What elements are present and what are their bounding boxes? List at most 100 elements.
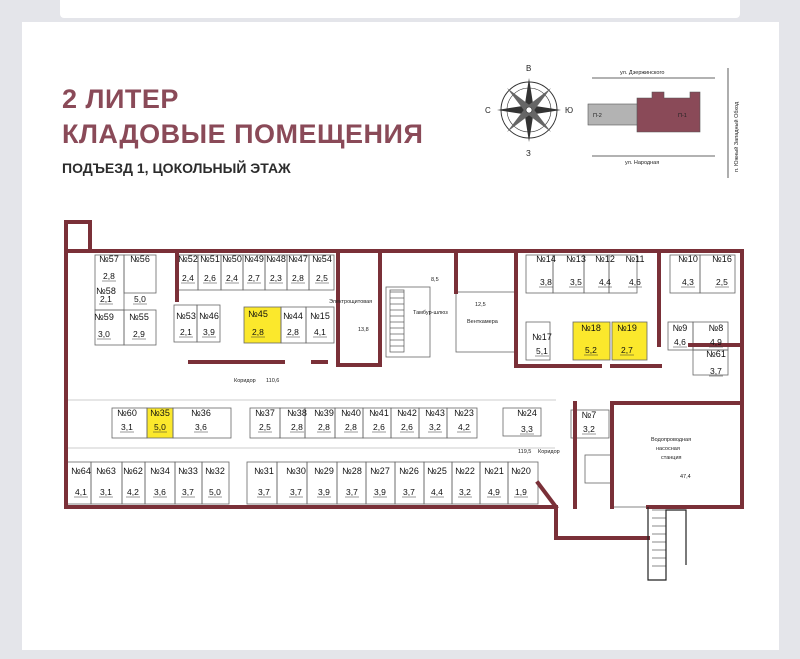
highlight-room-2 [573, 322, 610, 360]
room-49-number: №49 [244, 254, 264, 264]
partition-walls [65, 254, 743, 508]
room-38-area: 2,8 [291, 422, 303, 432]
compass-rose: В З С Ю [485, 64, 573, 158]
room-52-number: №52 [178, 254, 198, 264]
room-35-number: №35 [150, 408, 170, 418]
room-62-area: 4,2 [127, 487, 139, 497]
room-8-area: 4,9 [710, 337, 722, 347]
room-18-area: 5,2 [585, 345, 597, 355]
room-20-number: №20 [511, 466, 531, 476]
room-outline-10 [308, 254, 335, 291]
airlock-name: Тамбур-шлюз [413, 310, 448, 316]
room-48-area: 2,3 [270, 273, 282, 283]
room-32-area: 5,0 [209, 487, 221, 497]
room-41-area: 2,6 [373, 422, 385, 432]
room-24-number: №24 [517, 408, 537, 418]
highlight-room-3 [612, 322, 647, 360]
room-24-area: 3,3 [521, 424, 533, 434]
room-9-area: 4,6 [674, 337, 686, 347]
room-labels: №572,8№582,1№593,0№565,0№552,9№522,4№512… [71, 254, 732, 498]
room-23-area: 4,2 [458, 422, 470, 432]
room-44-number: №44 [283, 311, 303, 321]
room-59-number: №59 [94, 312, 114, 322]
room-52-area: 2,4 [182, 273, 194, 283]
room-60-area: 3,1 [121, 422, 133, 432]
room-14-area: 3,8 [540, 277, 552, 287]
room-outline-12 [196, 304, 221, 343]
room-54-number: №54 [312, 254, 332, 264]
room-58-number: №58 [96, 286, 116, 296]
room-53-area: 2,1 [180, 327, 192, 337]
room-40-area: 2,8 [345, 422, 357, 432]
room-outline-15 [305, 306, 335, 344]
room-58-area: 2,1 [100, 294, 112, 304]
room-outline-22 [525, 321, 551, 361]
room-37-number: №37 [255, 408, 275, 418]
room-15-area: 4,1 [314, 327, 326, 337]
room-30-number: №30 [286, 466, 306, 476]
room-12-number: №12 [595, 254, 615, 264]
room-17-area: 5,1 [536, 346, 548, 356]
stair-flight-a [389, 289, 405, 353]
room-33-number: №33 [178, 466, 198, 476]
room-47-area: 2,8 [292, 273, 304, 283]
room-21-number: №21 [484, 466, 504, 476]
pump-name-2: насосная [656, 446, 680, 452]
top-window-strip [60, 0, 740, 18]
room-48-number: №48 [266, 254, 286, 264]
room-44-area: 2,8 [287, 327, 299, 337]
room-13-area: 3,5 [570, 277, 582, 287]
room-12-area: 4,4 [599, 277, 611, 287]
room-43-number: №43 [425, 408, 445, 418]
room-36-area: 3,6 [195, 422, 207, 432]
room-outline-24 [611, 321, 648, 361]
room-63-number: №63 [96, 466, 116, 476]
room-outline-1 [123, 254, 157, 294]
corridor-1-name: Коридор [234, 378, 256, 384]
corridor-2-name: Коридор [538, 449, 560, 455]
room-63-area: 3,1 [100, 487, 112, 497]
room-41-number: №41 [369, 408, 389, 418]
room-64-area: 4,1 [75, 487, 87, 497]
room-outline-39 [502, 407, 542, 437]
compass-east: Ю [565, 106, 573, 115]
room-43-area: 3,2 [429, 422, 441, 432]
room-outline-19 [608, 254, 638, 294]
room-30-area: 3,7 [290, 487, 302, 497]
title-liter: 2 ЛИТЕР [62, 84, 179, 114]
room-59-area: 3,0 [98, 329, 110, 339]
room-32-number: №32 [205, 466, 225, 476]
vent-room-name: Венткамера [467, 319, 499, 325]
room-53-number: №53 [176, 311, 196, 321]
room-10-number: №10 [678, 254, 698, 264]
room-outline-27 [692, 349, 729, 376]
room-28-area: 3,7 [346, 487, 358, 497]
airlock-area: 8,5 [431, 277, 439, 283]
room-55-area: 2,9 [133, 329, 145, 339]
room-23-number: №23 [454, 408, 474, 418]
room-42-number: №42 [397, 408, 417, 418]
corridor-label: Коридор 110,6 Коридор 119,5 Электрощитов… [234, 277, 691, 480]
wall-25 [535, 480, 559, 510]
room-19-number: №19 [617, 323, 637, 333]
room-34-area: 3,6 [154, 487, 166, 497]
block-p2-label: П-2 [593, 113, 602, 119]
room-42-area: 2,6 [401, 422, 413, 432]
highlight-room-1 [147, 408, 173, 438]
pump-name-3: станция [661, 455, 682, 461]
room-16-number: №16 [712, 254, 732, 264]
room-outline-21 [699, 254, 736, 294]
room-18-number: №18 [581, 323, 601, 333]
subtitle-entrance: ПОДЪЕЗД 1, ЦОКОЛЬНЫЙ ЭТАЖ [62, 160, 291, 176]
room-46-number: №46 [199, 311, 219, 321]
room-22-number: №22 [455, 466, 475, 476]
street-bottom: ул. Народная [625, 160, 659, 166]
electrical-room-area: 13,8 [358, 327, 369, 333]
room-31-number: №31 [254, 466, 274, 476]
room-outline-40 [570, 409, 610, 439]
room-26-area: 3,7 [403, 487, 415, 497]
corridor-2-area: 119,5 [518, 449, 531, 455]
block-p1 [636, 91, 701, 133]
service-room-0 [385, 286, 431, 358]
title-storage: КЛАДОВЫЕ ПОМЕЩЕНИЯ [62, 119, 424, 149]
